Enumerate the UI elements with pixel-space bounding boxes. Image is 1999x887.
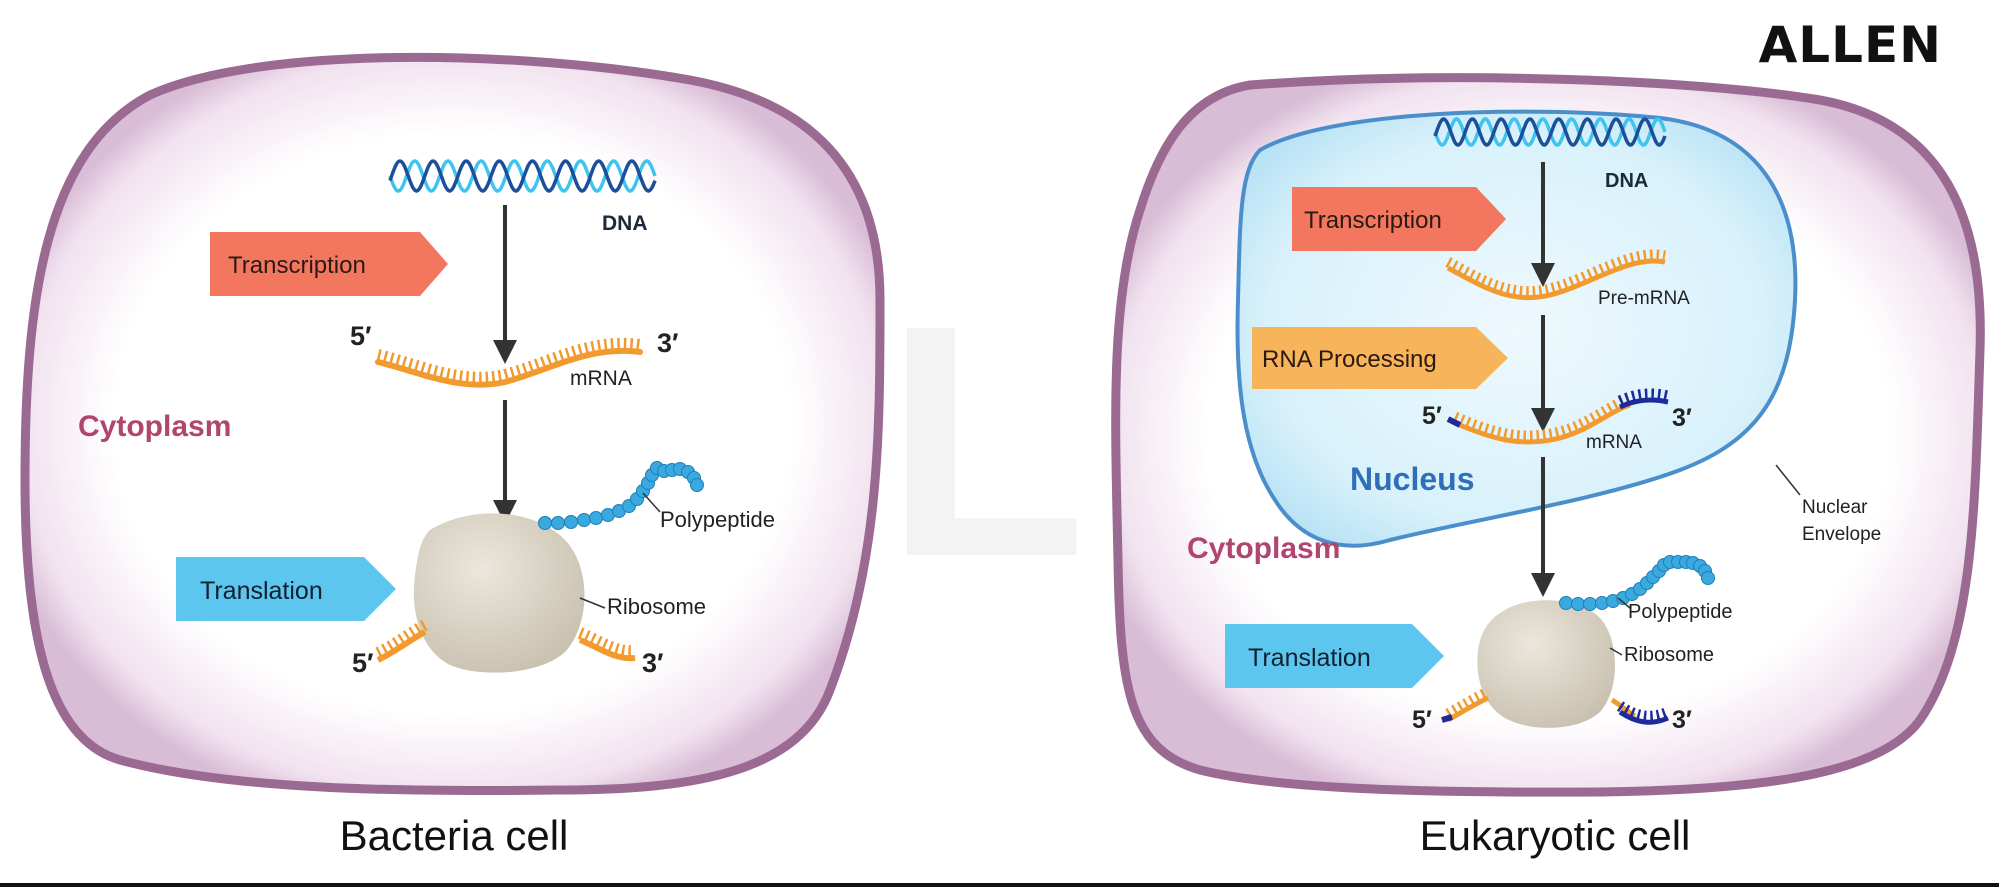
eukaryote-ribosome xyxy=(1477,600,1615,728)
eukaryote-mrna-3prime: 3′ xyxy=(1672,404,1692,432)
eukaryote-transcription-label: Transcription xyxy=(1304,207,1442,234)
amino-acid-bead xyxy=(577,513,591,527)
bacteria-mrna-label: mRNA xyxy=(570,367,632,390)
bacteria-translation-tag: Translation xyxy=(176,557,396,621)
bacteria-polypeptide xyxy=(538,461,704,530)
nuclear-envelope-pointer xyxy=(1775,464,1801,496)
rna-processing-label: RNA Processing xyxy=(1262,346,1437,373)
eukaryote-ribosome-mrna-right xyxy=(1610,697,1637,719)
bacteria-ribosome-mrna-left xyxy=(376,629,427,663)
eukaryote-polypeptide-pointer xyxy=(1617,597,1631,609)
eukaryote-translation-label: Translation xyxy=(1248,644,1371,672)
eukaryote-caption: Eukaryotic cell xyxy=(1420,812,1691,859)
amino-acid-bead xyxy=(1571,597,1585,611)
eukaryote-ribosome-cap xyxy=(1441,714,1453,723)
bacteria-transcription-label: Transcription xyxy=(228,252,366,279)
amino-acid-bead xyxy=(538,516,552,530)
bacteria-dna-icon xyxy=(388,159,657,193)
eukaryote-mrna-cap xyxy=(1446,416,1462,428)
eukaryote-mrna-5prime: 5′ xyxy=(1422,402,1442,430)
eukaryote-ribosome-polya-tail-teeth xyxy=(1616,701,1671,722)
bacteria-ribosome-mrna-right-teeth xyxy=(577,627,636,658)
bottom-rule xyxy=(0,883,1999,887)
eukaryote-ribosome-5prime: 5′ xyxy=(1412,706,1432,734)
amino-acid-bead xyxy=(1559,596,1573,610)
bacteria-polypeptide-label: Polypeptide xyxy=(660,507,775,532)
eukaryote-cytoplasm-label: Cytoplasm xyxy=(1187,532,1340,565)
eukaryote-pre-mrna-label: Pre-mRNA xyxy=(1598,288,1690,309)
eukaryote-ribosome-pointer xyxy=(1609,647,1623,656)
bacteria-ribosome-5prime: 5′ xyxy=(352,648,374,678)
eukaryote-translation-tag: Translation xyxy=(1225,624,1444,688)
eukaryote-mrna-polya-tail xyxy=(1618,397,1669,410)
bacteria-mrna-5prime: 5′ xyxy=(350,321,372,351)
bacteria-translation-label: Translation xyxy=(200,577,323,605)
eukaryote-mrna-teeth xyxy=(1452,393,1632,442)
eukaryote-pre-mrna-teeth xyxy=(1445,249,1667,298)
bacteria-ribosome-3prime: 3′ xyxy=(642,648,664,678)
nuclear-envelope-label-2: Envelope xyxy=(1802,524,1881,545)
rna-processing-tag: RNA Processing xyxy=(1252,327,1508,389)
eukaryote-ribosome-label: Ribosome xyxy=(1624,644,1714,666)
bacteria-mrna-strand xyxy=(375,337,643,388)
dna-strand xyxy=(1433,117,1667,147)
eukaryote-pre-mrna xyxy=(1446,258,1666,301)
allen-logo: ALLEN xyxy=(1759,16,1942,74)
bacteria-transcription-tag: Transcription xyxy=(210,232,448,296)
nuclear-envelope-label-1: Nuclear xyxy=(1802,497,1868,518)
amino-acid-bead xyxy=(690,478,704,492)
amino-acid-bead xyxy=(564,515,578,529)
amino-acid-bead xyxy=(1701,571,1715,585)
eukaryote-dna-label: DNA xyxy=(1605,170,1648,192)
amino-acid-bead xyxy=(1583,597,1597,611)
bacteria-mrna-3prime: 3′ xyxy=(657,328,679,358)
bacteria-ribosome xyxy=(413,513,585,673)
eukaryote-polypeptide xyxy=(1559,555,1715,611)
eukaryote-polypeptide-label: Polypeptide xyxy=(1628,601,1733,623)
bacteria-cytoplasm-label: Cytoplasm xyxy=(78,410,231,443)
bacteria-ribosome-mrna-right xyxy=(578,637,636,662)
eukaryote-nucleus-label: Nucleus xyxy=(1350,461,1474,497)
eukaryotic-cell: Nucleus Nuclear Envelope Cytoplasm DNA T… xyxy=(1111,73,1985,859)
bacteria-ribosome-pointer xyxy=(579,597,606,609)
bacteria-polypeptide-pointer xyxy=(642,492,661,513)
bacteria-dna-label: DNA xyxy=(602,212,648,235)
eukaryote-mrna xyxy=(1454,402,1631,445)
eukaryote-ribosome-3prime: 3′ xyxy=(1672,706,1692,734)
eukaryote-transcription-tag: Transcription xyxy=(1292,187,1506,251)
dna-strand xyxy=(388,159,657,193)
bacteria-ribosome-label: Ribosome xyxy=(607,594,706,619)
eukaryote-dna-icon xyxy=(1433,117,1667,147)
bacteria-caption: Bacteria cell xyxy=(340,812,569,859)
bacteria-ribosome-mrna-left-teeth xyxy=(375,619,428,659)
eukaryote-mrna-label: mRNA xyxy=(1586,432,1642,453)
bacteria-cell: Cytoplasm DNA Transcription 5′ 3′ mRNA 5… xyxy=(20,52,885,859)
amino-acid-bead xyxy=(551,516,565,530)
amino-acid-bead xyxy=(589,511,603,525)
